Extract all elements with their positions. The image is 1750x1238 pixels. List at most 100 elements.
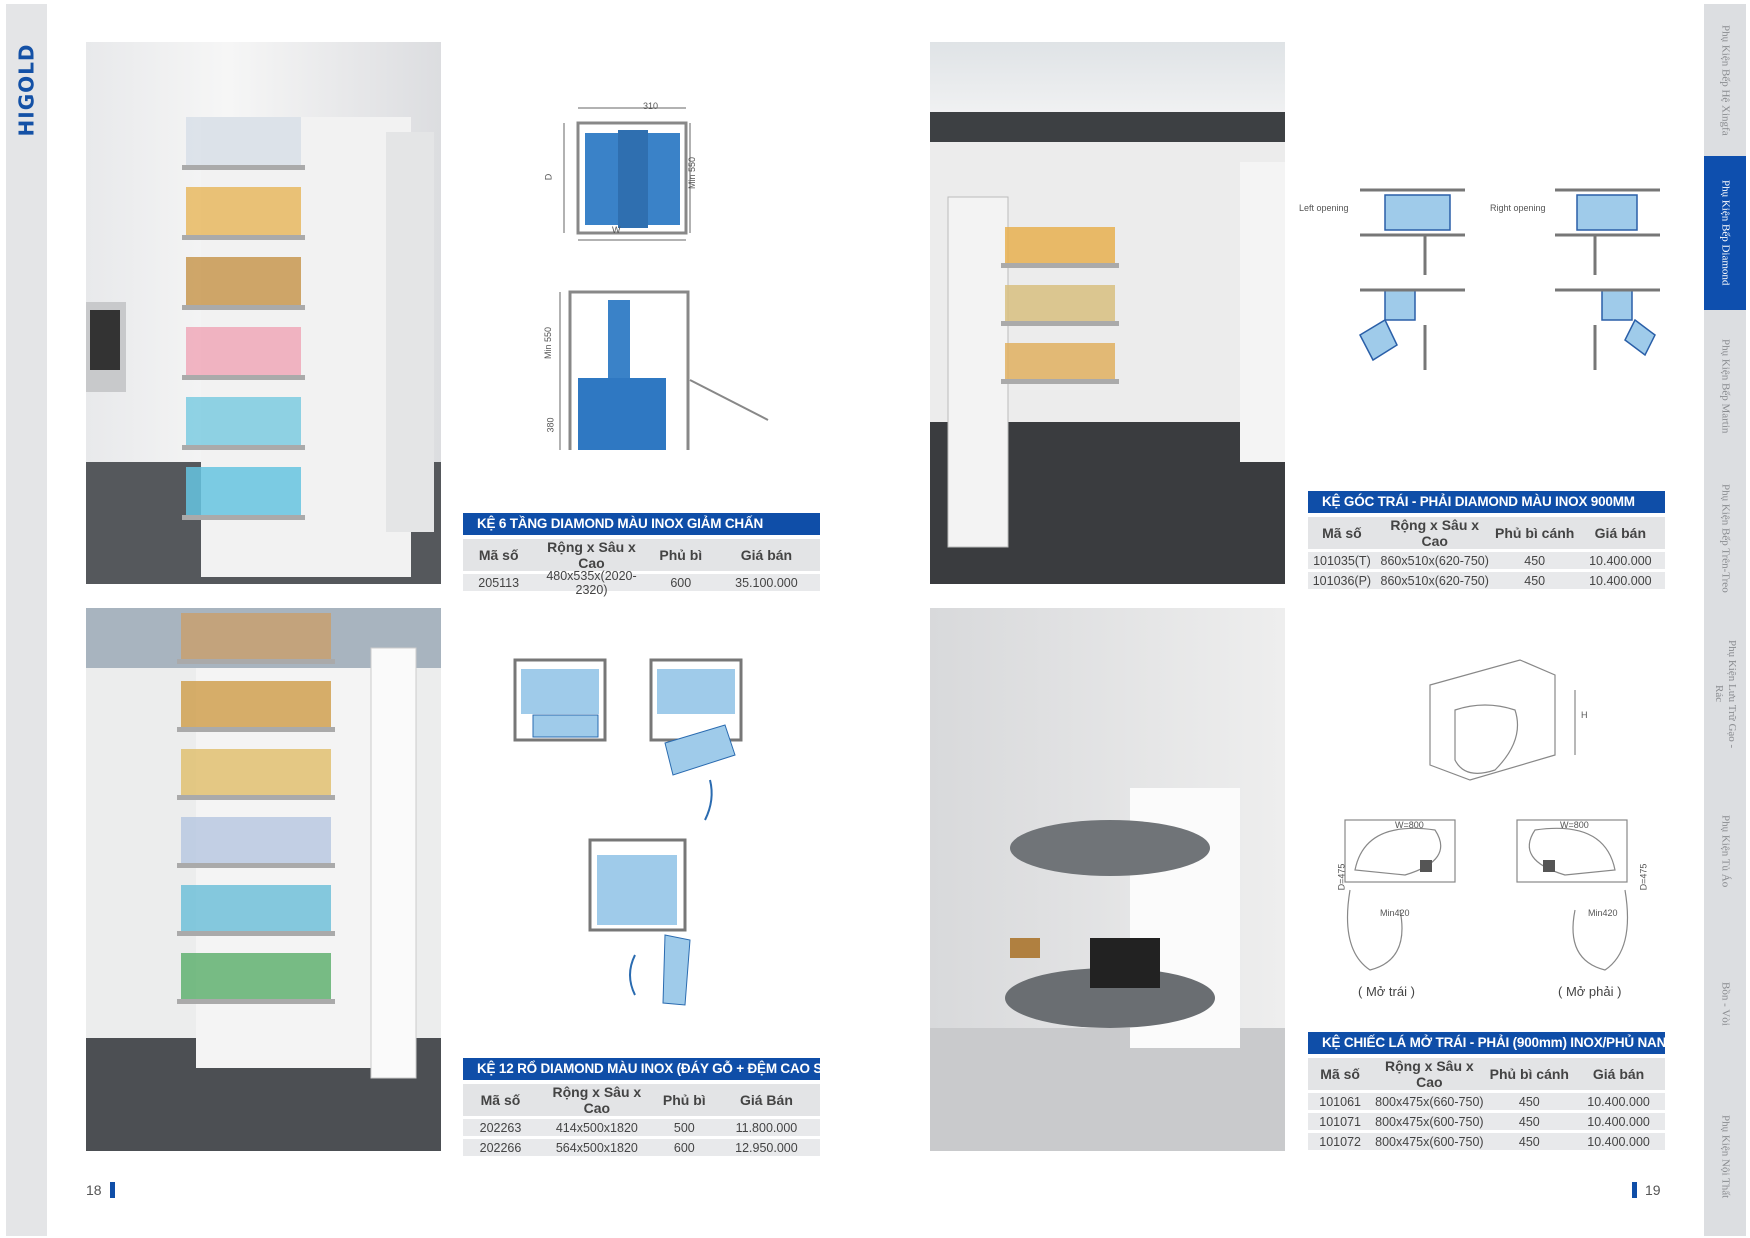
- dim-label: Min420: [1588, 908, 1618, 918]
- sidebar-item-tu-ao[interactable]: Phụ Kiện Tủ Áo: [1704, 774, 1746, 929]
- table-cell: 450: [1518, 1134, 1540, 1149]
- table-cell: 800x475x(660-750): [1375, 1094, 1484, 1109]
- product-photo-corner: [930, 42, 1285, 584]
- product-photo-leaf: [930, 608, 1285, 1151]
- table-cell: 12.950.000: [735, 1140, 798, 1155]
- page-number: 19: [1645, 1182, 1661, 1198]
- sidebar-item-label: Bồn - Vòi: [1719, 982, 1732, 1026]
- dim-label: Min 550: [543, 326, 554, 360]
- column-header: Mã số: [478, 547, 519, 563]
- dim-label: 380: [545, 417, 556, 433]
- table-row: 205113 480x535x(2020-2320) 600 35.100.000: [463, 569, 820, 597]
- column-header: Rộng x Sâu x Cao: [1385, 1058, 1474, 1090]
- product-title: KỆ CHIẾC LÁ MỞ TRÁI - PHẢI (900mm) INOX/…: [1308, 1032, 1677, 1054]
- dim-label: Min 550: [687, 156, 698, 190]
- logo-text: HIGOLD: [14, 43, 39, 137]
- sidebar-item-diamond[interactable]: Phụ Kiện Bếp Diamond: [1704, 156, 1746, 310]
- column-header: Phủ bì: [662, 1092, 706, 1108]
- diagram-12-basket-motion: [513, 658, 743, 1006]
- product-title: KỆ 6 TẦNG DIAMOND MÀU INOX GIẢM CHẤN: [463, 513, 820, 535]
- dim-label: Min420: [1380, 908, 1410, 918]
- table-cell: 10.400.000: [1587, 1134, 1650, 1149]
- left-margin-strip: [6, 4, 47, 1236]
- sidebar-item-bon-voi[interactable]: Bồn - Vòi: [1704, 929, 1746, 1079]
- table-cell: 564x500x1820: [555, 1140, 638, 1155]
- page-number: 18: [86, 1182, 102, 1198]
- higold-logo: HIGOLD: [6, 43, 47, 137]
- sidebar-item-label: Phụ Kiện Bếp Trên-Treo: [1719, 483, 1732, 593]
- product-table-leaf: KỆ CHIẾC LÁ MỞ TRÁI - PHẢI (900mm) INOX/…: [1308, 1032, 1677, 1150]
- column-header: Mã số: [1322, 525, 1362, 541]
- product-photo-12-basket: [86, 608, 441, 1151]
- column-header: Giá bán: [1594, 525, 1647, 541]
- table-cell: 480x535x(2020-2320): [546, 568, 637, 597]
- product-table-6-tier: KỆ 6 TẦNG DIAMOND MÀU INOX GIẢM CHẤN Mã s…: [463, 513, 820, 597]
- table-cell: 860x510x(620-750): [1380, 553, 1489, 568]
- dim-label: D=475: [1638, 863, 1649, 891]
- sidebar-item-noi-that[interactable]: Phụ Kiện Nội Thất: [1704, 1079, 1746, 1234]
- column-header: Rộng x Sâu x Cao: [1390, 517, 1480, 549]
- sidebar-item-luu-tru[interactable]: Phụ Kiện Lưu Trữ Gạo - Rác: [1704, 614, 1746, 774]
- table-cell: 205113: [478, 575, 520, 590]
- column-header: Phủ bì cánh: [1489, 1066, 1569, 1082]
- dim-label: W: [612, 225, 621, 235]
- product-table-corner: KỆ GÓC TRÁI - PHẢI DIAMOND MÀU INOX 900M…: [1308, 491, 1665, 589]
- table-cell: 450: [1518, 1094, 1540, 1109]
- column-header: Phủ bì: [659, 547, 703, 563]
- table-cell: 101072: [1319, 1134, 1361, 1149]
- sidebar-item-xingfa[interactable]: Phụ Kiện Bếp Hệ Xingfa: [1704, 4, 1746, 156]
- table-cell: 860x510x(620-750): [1380, 573, 1489, 588]
- sidebar-item-label: Phụ Kiện Bếp Martin: [1719, 338, 1732, 434]
- dim-label: D: [543, 173, 554, 181]
- diagram-leaf-dimensions: [1344, 659, 1629, 971]
- table-cell: 600: [670, 575, 692, 590]
- table-cell: 202263: [479, 1120, 522, 1135]
- diagram-6-tier-dimensions: [559, 107, 769, 450]
- product-photo-6-tier: [86, 42, 441, 584]
- table-cell: 202266: [479, 1140, 522, 1155]
- product-title: KỆ GÓC TRÁI - PHẢI DIAMOND MÀU INOX 900M…: [1308, 491, 1665, 513]
- open-right-label: ( Mở phải ): [1558, 984, 1622, 999]
- table-cell: 800x475x(600-750): [1375, 1134, 1484, 1149]
- table-cell: 101036(P): [1312, 573, 1372, 588]
- column-header: Rộng x Sâu x Cao: [552, 1084, 642, 1116]
- table-row: 202266 564x500x1820 600 12.950.000: [463, 1139, 820, 1156]
- table-cell: 500: [673, 1120, 695, 1135]
- sidebar-item-label: Phụ Kiện Lưu Trữ Gạo - Rác: [1713, 639, 1738, 749]
- sidebar-item-martin[interactable]: Phụ Kiện Bếp Martin: [1704, 310, 1746, 462]
- table-cell: 101035(T): [1313, 553, 1371, 568]
- dim-label: W=800: [1395, 820, 1424, 830]
- product-title: KỆ 12 RỔ DIAMOND MÀU INOX (ĐÁY GỖ + ĐỆM …: [463, 1058, 836, 1080]
- table-cell: 414x500x1820: [555, 1120, 638, 1135]
- column-header: Giá Bán: [739, 1092, 793, 1108]
- table-cell: 450: [1524, 573, 1546, 588]
- table-cell: 101071: [1319, 1114, 1361, 1129]
- column-header: Phủ bì cánh: [1495, 525, 1575, 541]
- table-cell: 600: [673, 1140, 695, 1155]
- table-row: 101061 800x475x(660-750) 450 10.400.000: [1308, 1093, 1665, 1110]
- table-cell: 10.400.000: [1589, 573, 1652, 588]
- table-cell: 101061: [1319, 1094, 1361, 1109]
- table-cell: 800x475x(600-750): [1375, 1114, 1484, 1129]
- table-cell: 10.400.000: [1587, 1094, 1650, 1109]
- right-opening-label: Right opening: [1490, 203, 1546, 213]
- page-number-right: 19: [1632, 1182, 1661, 1198]
- table-cell: 35.100.000: [735, 575, 798, 590]
- column-header: Mã số: [1320, 1066, 1360, 1082]
- sidebar-item-label: Phụ Kiện Tủ Áo: [1719, 815, 1732, 888]
- category-sidebar: Phụ Kiện Bếp Hệ Xingfa Phụ Kiện Bếp Diam…: [1704, 4, 1746, 1236]
- table-row: 101072 800x475x(600-750) 450 10.400.000: [1308, 1133, 1665, 1150]
- page-number-left: 18: [86, 1182, 115, 1198]
- left-opening-label: Left opening: [1299, 203, 1349, 213]
- sidebar-item-tren-treo[interactable]: Phụ Kiện Bếp Trên-Treo: [1704, 462, 1746, 614]
- table-header: Mã số Rộng x Sâu x Cao Phủ bì cánh Giá bán: [1308, 517, 1665, 549]
- table-row: 101036(P) 860x510x(620-750) 450 10.400.000: [1308, 572, 1665, 589]
- table-cell: 11.800.000: [735, 1120, 798, 1135]
- dim-label: D=475: [1336, 863, 1347, 891]
- product-table-12-basket: KỆ 12 RỔ DIAMOND MÀU INOX (ĐÁY GỖ + ĐỆM …: [463, 1058, 836, 1156]
- sidebar-item-label: Phụ Kiện Bếp Diamond: [1719, 180, 1732, 286]
- diagram-corner-openings: [1359, 188, 1660, 370]
